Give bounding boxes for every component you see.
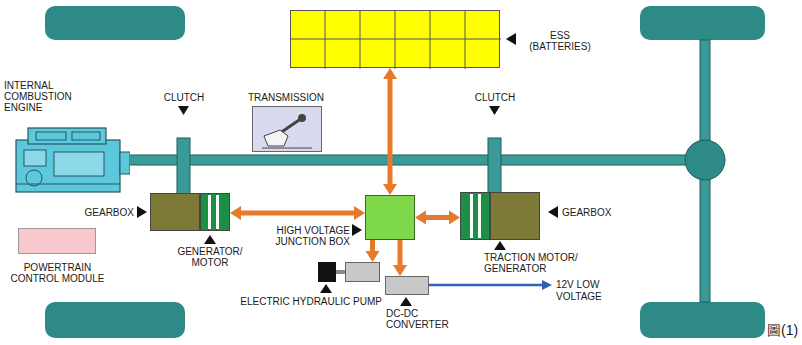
connector-line bbox=[398, 240, 403, 267]
pointer-triangle bbox=[178, 106, 189, 115]
part-label: GEARBOX bbox=[40, 207, 134, 218]
pump-motor bbox=[318, 262, 336, 282]
battery-pack: ESS (BATTERIES) bbox=[290, 10, 500, 68]
part-label: TRANSMISSION bbox=[236, 92, 336, 103]
gearbox-block bbox=[490, 192, 540, 240]
arrowhead bbox=[415, 211, 426, 225]
winding-stripe bbox=[208, 195, 211, 229]
arrowhead bbox=[383, 68, 397, 79]
part-label: INTERNAL COMBUSTION ENGINE bbox=[4, 80, 99, 113]
pointer-triangle bbox=[320, 284, 332, 293]
transmission-box: TRANSMISSION bbox=[252, 106, 322, 152]
arrowhead bbox=[383, 184, 397, 195]
part-label: GEARBOX bbox=[562, 207, 632, 218]
power-connector bbox=[230, 206, 365, 220]
junction-box: HIGH VOLTAGE JUNCTION BOX bbox=[365, 195, 415, 240]
junction-box bbox=[365, 195, 415, 240]
wheel bbox=[640, 302, 765, 338]
control-module: POWERTRAIN CONTROL MODULE bbox=[18, 228, 96, 254]
gear-lever-icon bbox=[252, 106, 322, 152]
power-connector bbox=[383, 68, 397, 195]
arrowhead bbox=[449, 211, 460, 225]
part-label: ELECTRIC HYDRAULIC PUMP bbox=[228, 296, 382, 307]
pointer-triangle bbox=[352, 224, 362, 236]
pointer-triangle bbox=[204, 235, 216, 244]
connector-line bbox=[239, 211, 356, 216]
winding-stripe bbox=[470, 194, 473, 238]
pointer-triangle bbox=[548, 206, 558, 218]
power-connector bbox=[393, 240, 407, 276]
engine-drawing bbox=[10, 122, 130, 202]
pointer-triangle bbox=[137, 206, 147, 218]
arrowhead bbox=[354, 206, 365, 220]
connector-line bbox=[424, 215, 451, 220]
wheel bbox=[45, 302, 185, 338]
generator-block bbox=[200, 193, 230, 231]
traction-motor-gearbox: TRACTION MOTOR/ GENERATORGEARBOX bbox=[460, 192, 540, 240]
part-label: GENERATOR/ MOTOR bbox=[172, 246, 248, 268]
connector-line bbox=[388, 77, 393, 186]
pointer-triangle bbox=[506, 33, 516, 45]
gearbox-block bbox=[150, 193, 200, 231]
converter-box bbox=[385, 276, 429, 295]
part-label: HIGH VOLTAGE JUNCTION BOX bbox=[250, 225, 350, 247]
dc-dc-converter: DC-DC CONVERTER bbox=[385, 276, 429, 295]
battery-cells bbox=[291, 11, 501, 69]
part-label: POWERTRAIN CONTROL MODULE bbox=[5, 262, 110, 284]
power-connector bbox=[366, 240, 380, 262]
battery-grid bbox=[290, 10, 500, 68]
clutch-label: CLUTCH bbox=[158, 92, 210, 104]
drive-shaft bbox=[128, 155, 705, 165]
pointer-triangle bbox=[400, 297, 412, 306]
low-voltage-line bbox=[429, 284, 544, 287]
control-module-box bbox=[18, 228, 96, 254]
arrowhead bbox=[230, 206, 241, 220]
part-label: ESS (BATTERIES) bbox=[520, 30, 600, 52]
pointer-triangle bbox=[494, 241, 506, 250]
hydraulic-pump: ELECTRIC HYDRAULIC PUMP bbox=[318, 262, 380, 282]
winding-stripe bbox=[216, 195, 219, 229]
motor-block bbox=[460, 192, 490, 240]
clutch-bar bbox=[488, 138, 501, 193]
differential bbox=[685, 140, 725, 180]
pump-body bbox=[345, 262, 380, 282]
clutch-bar bbox=[177, 138, 190, 194]
wheel bbox=[640, 6, 765, 40]
engine: INTERNAL COMBUSTION ENGINE bbox=[10, 122, 130, 202]
arrowhead bbox=[393, 265, 407, 276]
winding-stripe bbox=[478, 194, 481, 238]
part-label: DC-DC CONVERTER bbox=[386, 308, 454, 330]
pointer-triangle bbox=[489, 106, 500, 115]
voltage-label: 12V LOW VOLTAGE bbox=[556, 279, 618, 303]
arrowhead bbox=[542, 280, 552, 290]
wheel bbox=[45, 6, 185, 40]
clutch-label: CLUTCH bbox=[469, 92, 521, 104]
arrowhead bbox=[366, 251, 380, 262]
figure-number: 圖(1) bbox=[767, 322, 800, 338]
generator-gearbox: GEARBOXGENERATOR/ MOTOR bbox=[150, 193, 230, 231]
part-label: TRACTION MOTOR/ GENERATOR bbox=[484, 252, 596, 274]
power-connector bbox=[415, 211, 460, 225]
